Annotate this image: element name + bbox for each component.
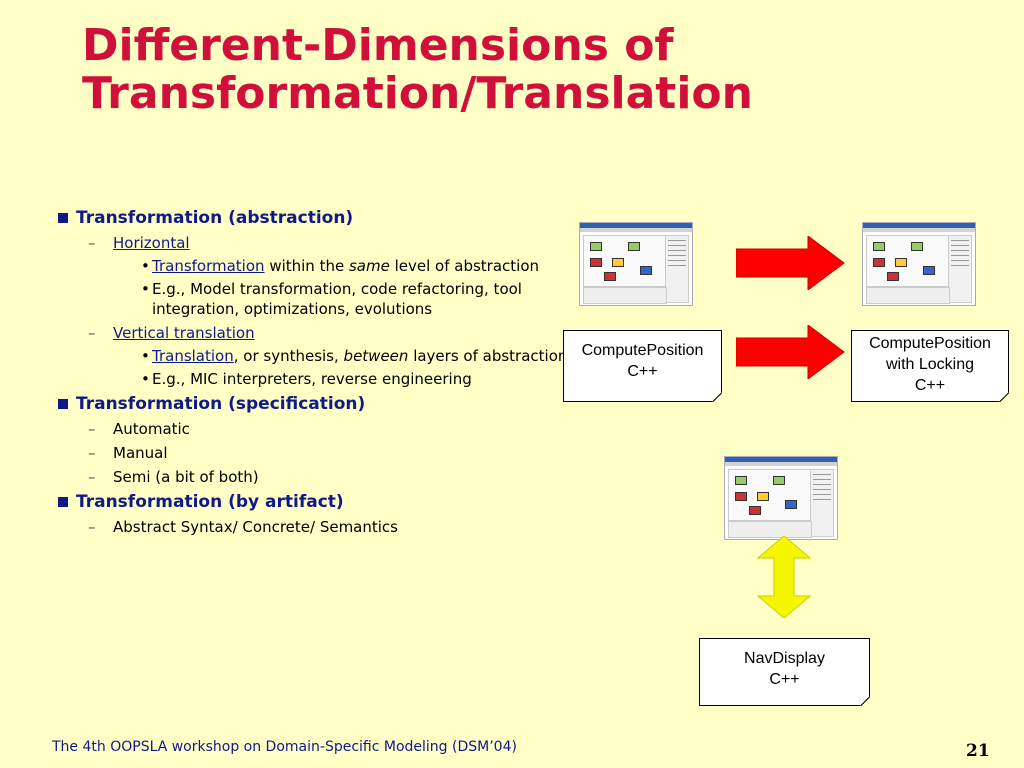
- footer-text: The 4th OOPSLA workshop on Domain-Specif…: [52, 739, 517, 755]
- dot-bullet-icon: •: [141, 257, 150, 275]
- dot-bullet-icon: •: [141, 347, 150, 365]
- sub-vertical: – Vertical translation: [58, 323, 578, 343]
- note-fold-icon: [712, 392, 722, 402]
- sub-horizontal: – Horizontal: [58, 233, 578, 253]
- bullet-artifact: Transformation (by artifact): [58, 491, 578, 513]
- vertical-point-1: • Translation, or synthesis, between lay…: [141, 347, 568, 365]
- horizontal-point-1: • Transformation within the same level o…: [141, 257, 540, 275]
- dash-icon: –: [88, 234, 96, 252]
- vertical-point-2: • E.g., MIC interpreters, reverse engine…: [141, 370, 472, 388]
- model-screenshot-right: [862, 222, 976, 306]
- square-bullet-icon: [58, 213, 68, 223]
- horizontal-point-2: • E.g., Model transformation, code refac…: [141, 280, 522, 318]
- artifact-item: –Abstract Syntax/ Concrete/ Semantics: [88, 518, 398, 536]
- outline: Transformation (abstraction) – Horizonta…: [58, 203, 578, 537]
- title-line-2: Transformation/Translation: [82, 68, 753, 119]
- page-number: 21: [966, 741, 990, 761]
- red-arrow-middle-icon: [736, 325, 845, 379]
- slide-title: Different-Dimensions of Transformation/T…: [82, 22, 982, 118]
- dash-icon: –: [88, 468, 96, 486]
- note-compute-position: ComputePosition C++: [563, 330, 722, 402]
- bullet-specification: Transformation (specification): [58, 393, 578, 415]
- dash-icon: –: [88, 518, 96, 536]
- yellow-double-arrow-icon: [756, 536, 812, 618]
- square-bullet-icon: [58, 399, 68, 409]
- model-screenshot-left: [579, 222, 693, 306]
- spec-item: –Automatic: [88, 420, 190, 438]
- spec-item: –Manual: [88, 444, 168, 462]
- horizontal-label: Horizontal: [113, 234, 190, 252]
- dash-icon: –: [88, 444, 96, 462]
- dash-icon: –: [88, 324, 96, 342]
- note-nav-display: NavDisplay C++: [699, 638, 870, 706]
- model-screenshot-bottom: [724, 456, 838, 540]
- square-bullet-icon: [58, 497, 68, 507]
- red-arrow-top-icon: [736, 236, 845, 290]
- vertical-label: Vertical translation: [113, 324, 255, 342]
- bullet-abstraction: Transformation (abstraction): [58, 207, 578, 229]
- dash-icon: –: [88, 420, 96, 438]
- title-line-1: Different-Dimensions of: [82, 20, 674, 71]
- dot-bullet-icon: •: [141, 280, 150, 298]
- dot-bullet-icon: •: [141, 370, 150, 388]
- note-compute-position-locking: ComputePosition with Locking C++: [851, 330, 1009, 402]
- spec-item: –Semi (a bit of both): [88, 468, 259, 486]
- note-fold-icon: [999, 392, 1009, 402]
- note-fold-icon: [860, 696, 870, 706]
